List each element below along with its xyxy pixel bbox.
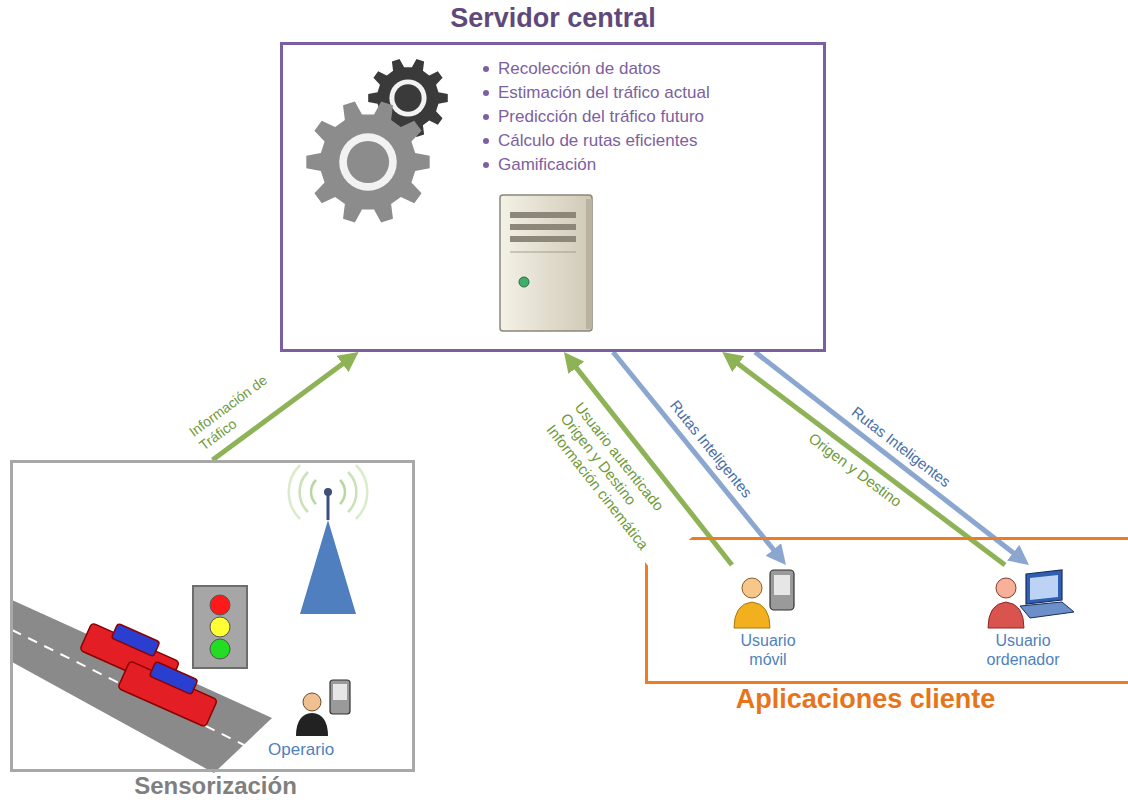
server-icon <box>519 277 529 287</box>
box-heading: Sensorización <box>13 772 418 800</box>
gear-ring <box>389 79 426 116</box>
car-icon <box>118 661 218 727</box>
client-apps-box: Usuario móvilUsuario ordenadorAplicacion… <box>645 537 1128 684</box>
mobile-user-icon <box>770 570 794 610</box>
antenna-icon <box>324 488 332 496</box>
bullet-text: Predicción del tráfico futuro <box>498 107 704 126</box>
box-heading: Aplicaciones cliente <box>648 684 1083 715</box>
operator-icon <box>330 680 350 714</box>
mobile-user-icon <box>734 570 794 628</box>
car-icon <box>111 623 160 656</box>
traffic-light <box>193 586 247 668</box>
antenna-icon <box>300 520 356 614</box>
operator-icon <box>296 713 328 736</box>
server-icon <box>510 236 576 242</box>
antenna-icon <box>356 465 367 519</box>
antenna-icon <box>327 494 330 520</box>
server-icon <box>586 199 592 329</box>
computer-user-icon <box>996 578 1016 598</box>
arrow-label: Rutas Inteligentes <box>664 394 757 503</box>
mobile-user-icon <box>734 602 770 628</box>
gear-hub <box>394 84 421 111</box>
server-icon <box>510 212 576 218</box>
antenna-icon <box>340 480 345 504</box>
bullet-row: Cálculo de rutas eficientes <box>483 131 697 151</box>
operator-icon <box>333 684 347 700</box>
bullet-dot <box>483 90 489 96</box>
flow-arrow <box>755 352 1015 554</box>
computer-user-icon <box>1030 575 1058 600</box>
traffic-light <box>193 586 247 668</box>
arrow-label: Información de Tráfico <box>183 358 298 455</box>
server-box: Servidor centralRecolección de datosEsti… <box>280 42 826 352</box>
antenna-icon <box>311 480 316 504</box>
arrow-label: Usuario autenticado Origen y Destino Inf… <box>540 397 693 570</box>
bullet-dot <box>483 66 489 72</box>
traffic-light <box>210 617 230 637</box>
antenna-icon <box>289 465 300 519</box>
operator-icon <box>303 693 321 711</box>
gear-icons <box>306 59 447 223</box>
server-icon <box>500 195 592 331</box>
server-icon <box>500 195 592 331</box>
antenna-icon <box>289 465 368 614</box>
server-icon <box>510 224 576 230</box>
bullet-text: Recolección de datos <box>498 59 661 78</box>
operator-icon <box>296 680 350 736</box>
mobile-user-icon <box>774 575 790 595</box>
computer-user-icon <box>1026 570 1062 604</box>
bullet-row: Estimación del tráfico actual <box>483 83 710 103</box>
computer-user: Usuario ordenador <box>963 565 1083 669</box>
antenna-icon <box>348 472 356 512</box>
computer-user-icon <box>1020 602 1074 618</box>
bullet-row: Gamificación <box>483 155 596 175</box>
server-icon <box>510 252 576 253</box>
bullet-row: Predicción del tráfico futuro <box>483 107 704 127</box>
sensor-box: Sensorización <box>10 460 415 772</box>
box-heading-row: Servidor central <box>283 3 823 34</box>
computer-user-icon <box>988 602 1024 628</box>
mobile-user-icon <box>742 578 762 598</box>
bullet-row: Recolección de datos <box>483 59 661 79</box>
bullet-dot <box>483 162 489 168</box>
antenna-icon <box>300 472 308 512</box>
gear-ring <box>339 133 397 191</box>
operator-label: Operario <box>268 740 334 760</box>
computer-user-icon <box>988 570 1074 628</box>
bullet-text: Cálculo de rutas eficientes <box>498 131 697 150</box>
traffic-light <box>210 595 230 615</box>
bullet-text: Gamificación <box>498 155 596 174</box>
gear-icon <box>306 101 429 222</box>
bullet-dot <box>483 114 489 120</box>
car-icon <box>149 661 198 694</box>
traffic-light <box>210 639 230 659</box>
flow-arrow <box>737 363 1005 565</box>
mobile-user: Usuario móvil <box>708 565 828 669</box>
bullet-dot <box>483 138 489 144</box>
gear-body <box>306 101 429 222</box>
gear-hub <box>347 141 389 183</box>
bullet-text: Estimación del tráfico actual <box>498 83 710 102</box>
user-label: Usuario ordenador <box>977 631 1069 669</box>
user-label: Usuario móvil <box>727 631 809 669</box>
box-heading: Servidor central <box>450 3 656 33</box>
